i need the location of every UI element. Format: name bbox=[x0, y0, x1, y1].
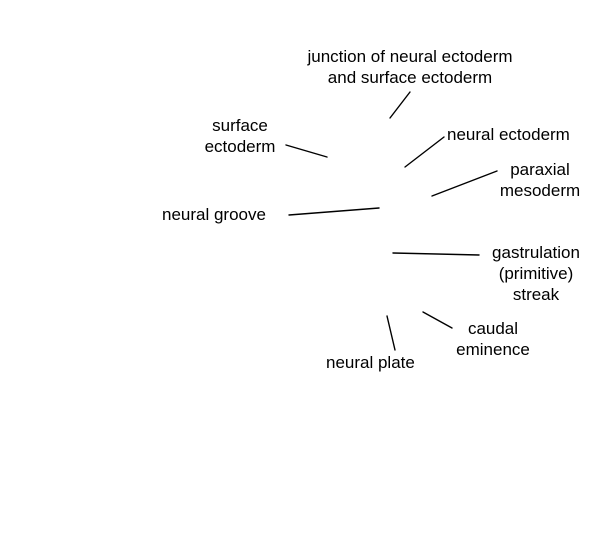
label-surface-ectoderm: surface ectoderm bbox=[196, 115, 284, 157]
label-neural-plate: neural plate bbox=[326, 352, 436, 373]
label-paraxial-mesoderm-line2: mesoderm bbox=[499, 181, 581, 200]
leader-junction bbox=[389, 91, 411, 119]
label-neural-plate-text: neural plate bbox=[326, 353, 415, 372]
label-surface-ectoderm-line2: ectoderm bbox=[204, 137, 276, 156]
label-neural-ectoderm-text: neural ectoderm bbox=[447, 125, 570, 144]
label-neural-groove-text: neural groove bbox=[162, 205, 266, 224]
label-neural-ectoderm: neural ectoderm bbox=[447, 124, 597, 145]
leader-neural-ectoderm bbox=[404, 136, 445, 168]
label-gastrulation-streak-line3: streak bbox=[512, 285, 560, 304]
label-surface-ectoderm-line1: surface bbox=[212, 116, 268, 135]
label-paraxial-mesoderm: paraxial mesoderm bbox=[492, 159, 588, 201]
leader-neural-plate bbox=[386, 315, 396, 351]
label-paraxial-mesoderm-line1: paraxial bbox=[510, 160, 570, 179]
label-neural-groove: neural groove bbox=[162, 204, 286, 225]
leader-paraxial-mesoderm bbox=[431, 170, 498, 197]
leader-gastrulation-streak bbox=[392, 252, 480, 256]
leader-neural-groove bbox=[288, 207, 380, 216]
label-caudal-eminence-line2: eminence bbox=[456, 340, 530, 359]
label-junction-line1: junction of neural ectoderm bbox=[307, 47, 513, 66]
leader-caudal-eminence bbox=[422, 311, 453, 329]
label-caudal-eminence-line1: caudal bbox=[467, 319, 519, 338]
label-junction-line2: and surface ectoderm bbox=[327, 68, 493, 87]
label-gastrulation-streak: gastrulation (primitive) streak bbox=[480, 242, 592, 305]
label-caudal-eminence: caudal eminence bbox=[447, 318, 539, 360]
label-gastrulation-streak-line2: (primitive) bbox=[498, 264, 574, 283]
leader-surface-ectoderm bbox=[285, 144, 328, 158]
label-junction: junction of neural ectoderm and surface … bbox=[287, 46, 533, 88]
label-gastrulation-streak-line1: gastrulation bbox=[492, 243, 580, 262]
